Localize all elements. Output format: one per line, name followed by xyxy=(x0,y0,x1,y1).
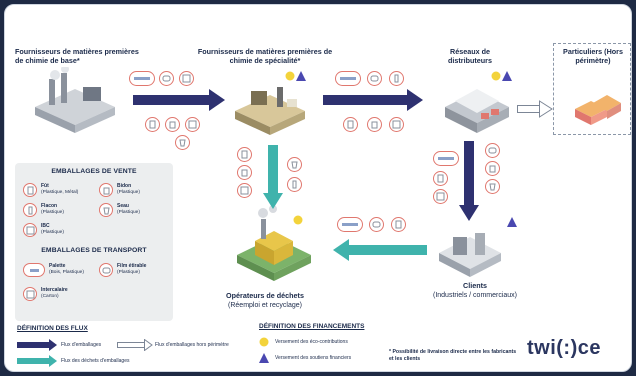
drum-bubble xyxy=(433,171,448,186)
waste-flow-swatch xyxy=(17,355,57,367)
eco-contribution-marker xyxy=(285,71,295,81)
pallet-bubble xyxy=(335,71,361,86)
bucket-icon xyxy=(99,203,113,217)
actor-distributors-title: Réseaux de distributeurs xyxy=(448,47,492,65)
interlayer-icon xyxy=(23,287,37,301)
footnote: * Possibilité de livraison directe entre… xyxy=(389,349,517,362)
film-bubble xyxy=(369,217,384,232)
canister-bubble xyxy=(165,117,180,132)
film-bubble xyxy=(485,143,500,158)
film-bubble xyxy=(367,71,382,86)
eco-contribution-marker xyxy=(491,71,501,81)
packaging-legend: EMBALLAGES DE VENTE Fût(Plastique, Métal… xyxy=(15,163,173,321)
legend-item-ibc: IBC(Plastique) xyxy=(23,223,64,237)
legend-item-interlayer: Intercalaire(Carton) xyxy=(23,287,68,301)
financial-support-icon xyxy=(259,353,269,363)
ibc-bubble xyxy=(389,117,404,132)
canister-icon xyxy=(99,183,113,197)
drum-bubble xyxy=(391,217,406,232)
pallet-bubble xyxy=(129,71,155,86)
legend-item-stretch-film: Film étirable(Plastique) xyxy=(99,263,146,277)
financial-support-marker xyxy=(507,217,517,227)
packaging-flow-swatch xyxy=(17,339,57,351)
pallet-bubble xyxy=(337,217,363,232)
flask-bubble xyxy=(287,177,302,192)
financial-support-label: Versement des soutiens financiers xyxy=(275,355,352,361)
factory-base-illustration xyxy=(35,67,115,133)
transport-packaging-title: EMBALLAGES DE TRANSPORT xyxy=(41,247,147,254)
actor-waste-title: Opérateurs de déchets xyxy=(226,291,304,300)
actor-individuals-title: Particuliers (Hors périmètre) xyxy=(563,47,623,65)
canister-bubble xyxy=(367,117,382,132)
ibc-icon xyxy=(23,223,37,237)
eco-contribution-marker xyxy=(293,215,303,225)
interlayer-bubble xyxy=(179,71,194,86)
actor-clients-sub: (Industriels / commerciaux) xyxy=(432,292,518,299)
packaging-flow-label: Flux d'emballages xyxy=(61,342,102,348)
actor-waste-sub: (Réemploi et recyclage) xyxy=(228,302,302,309)
warehouse-illustration xyxy=(445,89,509,133)
factory-speciality-illustration xyxy=(235,87,305,135)
eco-contribution-label: Versement des éco-contributions xyxy=(275,339,348,345)
out-of-scope-flow-swatch xyxy=(117,339,153,351)
ibc-bubble xyxy=(433,189,448,204)
twice-logo: twi(:)ce xyxy=(527,337,601,359)
flow-arrow-distributors-to-clients xyxy=(459,141,479,221)
actor-speciality-title: Fournisseurs de matières premières de ch… xyxy=(197,47,333,65)
film-bubble xyxy=(159,71,174,86)
ibc-bubble xyxy=(237,183,252,198)
legend-item-drum: Fût(Plastique, Métal) xyxy=(23,183,78,197)
financial-support-marker xyxy=(502,71,512,81)
houses-illustration xyxy=(575,95,621,125)
bucket-bubble xyxy=(175,135,190,150)
finance-legend-title: DÉFINITION DES FINANCEMENTS xyxy=(259,323,365,330)
legend-item-canister: Bidon(Plastique) xyxy=(99,183,140,197)
pallet-bubble xyxy=(433,151,459,166)
diagram-card: Fournisseurs de matières premières de ch… xyxy=(4,4,632,372)
flow-arrow-base-to-speciality xyxy=(133,89,225,111)
flow-arrow-speciality-to-distributors xyxy=(323,89,423,111)
legend-item-pallet: Palette(Bois, Plastique) xyxy=(23,263,84,277)
canister-bubble xyxy=(237,165,252,180)
legend-item-bucket: Seau(Plastique) xyxy=(99,203,140,217)
financial-support-marker xyxy=(296,71,306,81)
drum-bubble xyxy=(343,117,358,132)
drum-bubble xyxy=(237,147,252,162)
out-of-scope-box xyxy=(553,43,631,135)
bucket-bubble xyxy=(287,157,302,172)
flow-arrow-clients-to-waste xyxy=(333,239,427,261)
actor-clients-title: Clients xyxy=(463,281,487,290)
bucket-bubble xyxy=(485,179,500,194)
waste-flow-label: Flux des déchets d'emballages xyxy=(61,358,130,364)
canister-bubble xyxy=(485,161,500,176)
legend-item-flask: Flacon(Plastique) xyxy=(23,203,64,217)
flask-icon xyxy=(23,203,37,217)
waste-operator-illustration xyxy=(237,205,311,281)
eco-contribution-icon xyxy=(259,337,269,347)
sale-packaging-title: EMBALLAGES DE VENTE xyxy=(51,168,137,175)
pallet-icon xyxy=(23,263,45,277)
drum-bubble xyxy=(145,117,160,132)
drum-icon xyxy=(23,183,37,197)
flow-arrow-out-of-scope xyxy=(517,100,553,118)
actor-base-title: Fournisseurs de matières premières de ch… xyxy=(15,47,139,65)
film-icon xyxy=(99,263,113,277)
flow-arrow-speciality-waste xyxy=(263,145,283,209)
ibc-bubble xyxy=(185,117,200,132)
flask-bubble xyxy=(389,71,404,86)
flows-legend-title: DÉFINITION DES FLUX xyxy=(17,325,88,332)
client-site-illustration xyxy=(439,233,501,277)
out-of-scope-flow-label: Flux d'emballages hors périmètre xyxy=(155,342,229,348)
